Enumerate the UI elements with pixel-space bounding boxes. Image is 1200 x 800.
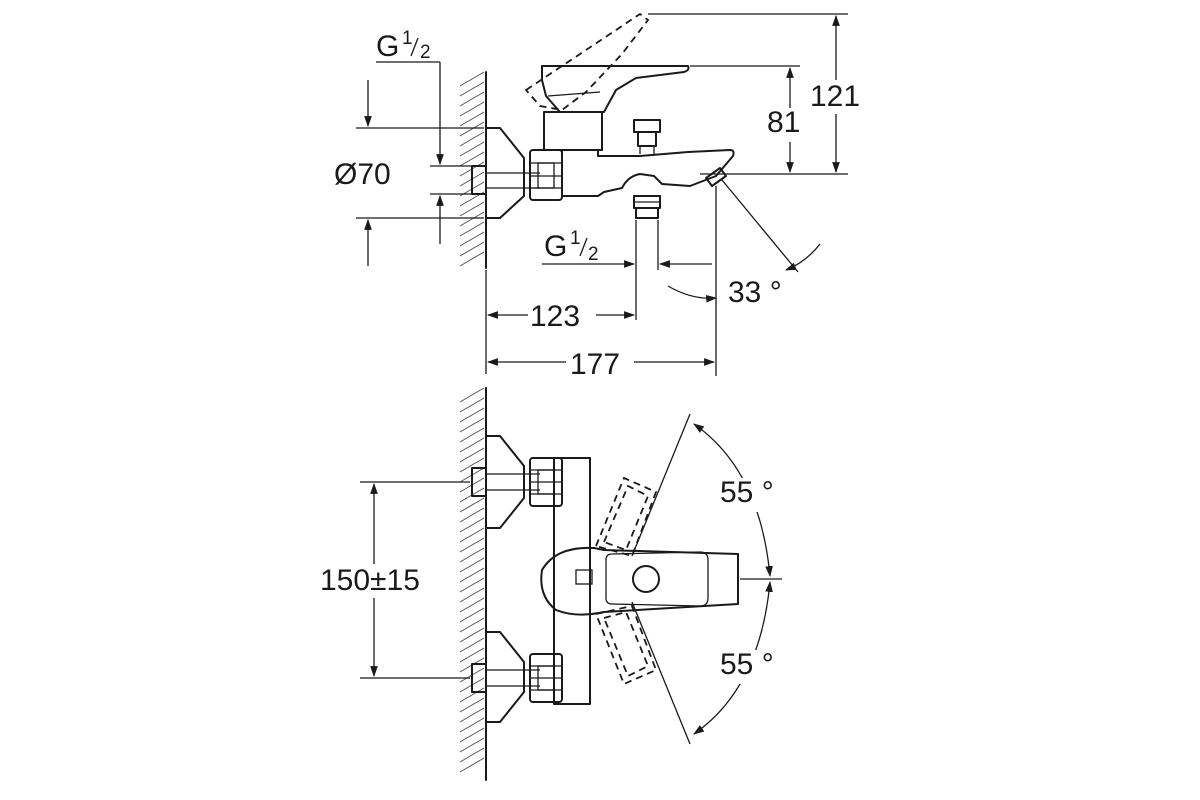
hatch-line	[459, 457, 485, 473]
spout-outlet-side	[633, 195, 661, 219]
hatch-line	[459, 597, 485, 613]
hatch-line	[459, 91, 485, 107]
dim-lever-angle-down: 55 °	[720, 648, 774, 681]
hatch-line	[459, 617, 485, 633]
lever-angle-callouts: 55 ° 55 °	[631, 413, 782, 745]
hex-nut-side	[529, 149, 563, 201]
dim-centre-distance: 150±15	[320, 564, 420, 597]
hatch-line	[459, 241, 485, 257]
hatch-line	[459, 101, 485, 117]
dim-outlet-distance: 123	[530, 300, 580, 333]
inlet-thread-label: G	[376, 30, 399, 63]
hatch-line	[459, 537, 485, 553]
mixer-body-side	[561, 149, 735, 197]
outlet-thread-den: 2	[588, 244, 599, 265]
outlet-thread-callout: G 1 2	[542, 220, 712, 320]
hatch-line	[459, 757, 485, 773]
lever-inner-frame	[605, 551, 709, 607]
dim-spout-angle: 33 °	[728, 276, 782, 309]
inlet-thread-den: 2	[420, 42, 431, 63]
dim-177: 177	[486, 344, 716, 381]
dim-lever-height: 81	[767, 106, 800, 139]
lever-ghost-up	[594, 476, 658, 558]
lever-ghost-down	[594, 604, 658, 686]
lever-indicator	[632, 565, 660, 593]
hatch-line	[459, 151, 485, 167]
hatch-line	[459, 497, 485, 513]
hatch-line	[459, 447, 485, 463]
hatch-line	[459, 517, 485, 533]
hex-nut-lower	[529, 653, 563, 703]
hatch-line	[459, 427, 485, 443]
front-view: 55 ° 55 ° 150±15	[318, 387, 782, 781]
hatch-line	[459, 507, 485, 523]
wall-hatch-bottom	[459, 387, 487, 781]
hatch-line	[459, 71, 485, 87]
hatch-line	[459, 637, 485, 653]
hatch-line	[459, 647, 485, 663]
hatch-line	[459, 417, 485, 433]
spout-tip-side	[705, 167, 727, 187]
outlet-thread-label: G	[544, 230, 567, 263]
hatch-line	[459, 697, 485, 713]
hatch-line	[459, 717, 485, 733]
spout-angle-callout: 33 °	[667, 179, 821, 376]
upper-flange	[485, 435, 525, 529]
hatch-line	[459, 687, 485, 703]
hatch-line	[459, 111, 485, 127]
hatch-line	[459, 577, 485, 593]
hatch-line	[459, 747, 485, 763]
inlet-thread-callout: G 1 2	[376, 28, 472, 244]
hatch-line	[459, 587, 485, 603]
hatch-line	[459, 437, 485, 453]
hatch-line	[459, 201, 485, 217]
hatch-line	[459, 707, 485, 723]
hatch-line	[459, 407, 485, 423]
dim-overall-height: 121	[810, 80, 860, 113]
lever-front	[540, 546, 739, 616]
hatch-line	[459, 387, 485, 403]
hatch-line	[459, 397, 485, 413]
hatch-line	[459, 231, 485, 247]
hatch-line	[459, 141, 485, 157]
wall-flange	[485, 127, 525, 219]
hatch-line	[459, 251, 485, 267]
hatch-line	[459, 211, 485, 227]
hatch-line	[459, 567, 485, 583]
diverter-knob	[633, 119, 661, 154]
lower-flange	[485, 631, 525, 723]
side-view: 121 81 G 1 2 Ø70	[334, 12, 868, 381]
hatch-line	[459, 627, 485, 643]
inlet-stub	[471, 165, 487, 195]
lever-side	[541, 65, 690, 113]
cartridge-housing	[543, 111, 603, 151]
hatch-line	[459, 121, 485, 137]
dim-123: 123	[485, 270, 636, 374]
dim-121: 121	[648, 13, 868, 175]
dim-lever-angle-up: 55 °	[720, 476, 774, 509]
hatch-line	[459, 547, 485, 563]
dim-150: 150±15	[318, 481, 470, 679]
hatch-line	[459, 607, 485, 623]
dim-flange-diameter: Ø70	[334, 158, 391, 191]
inlet-thread-num: 1	[402, 28, 413, 49]
hex-nut-upper	[529, 457, 563, 507]
hatch-line	[459, 131, 485, 147]
hatch-line	[459, 557, 485, 573]
flange-diameter-callout: Ø70	[334, 80, 484, 266]
lever-raised-ghost	[524, 12, 650, 111]
dim-spout-projection: 177	[570, 348, 620, 381]
outlet-thread-num: 1	[570, 228, 581, 249]
dim-81: 81	[690, 65, 810, 174]
hatch-line	[459, 737, 485, 753]
hatch-line	[459, 527, 485, 543]
hatch-line	[459, 81, 485, 97]
hatch-line	[459, 727, 485, 743]
brand-plate	[575, 569, 593, 585]
hatch-line	[459, 221, 485, 237]
mixer-body-front	[553, 457, 591, 705]
